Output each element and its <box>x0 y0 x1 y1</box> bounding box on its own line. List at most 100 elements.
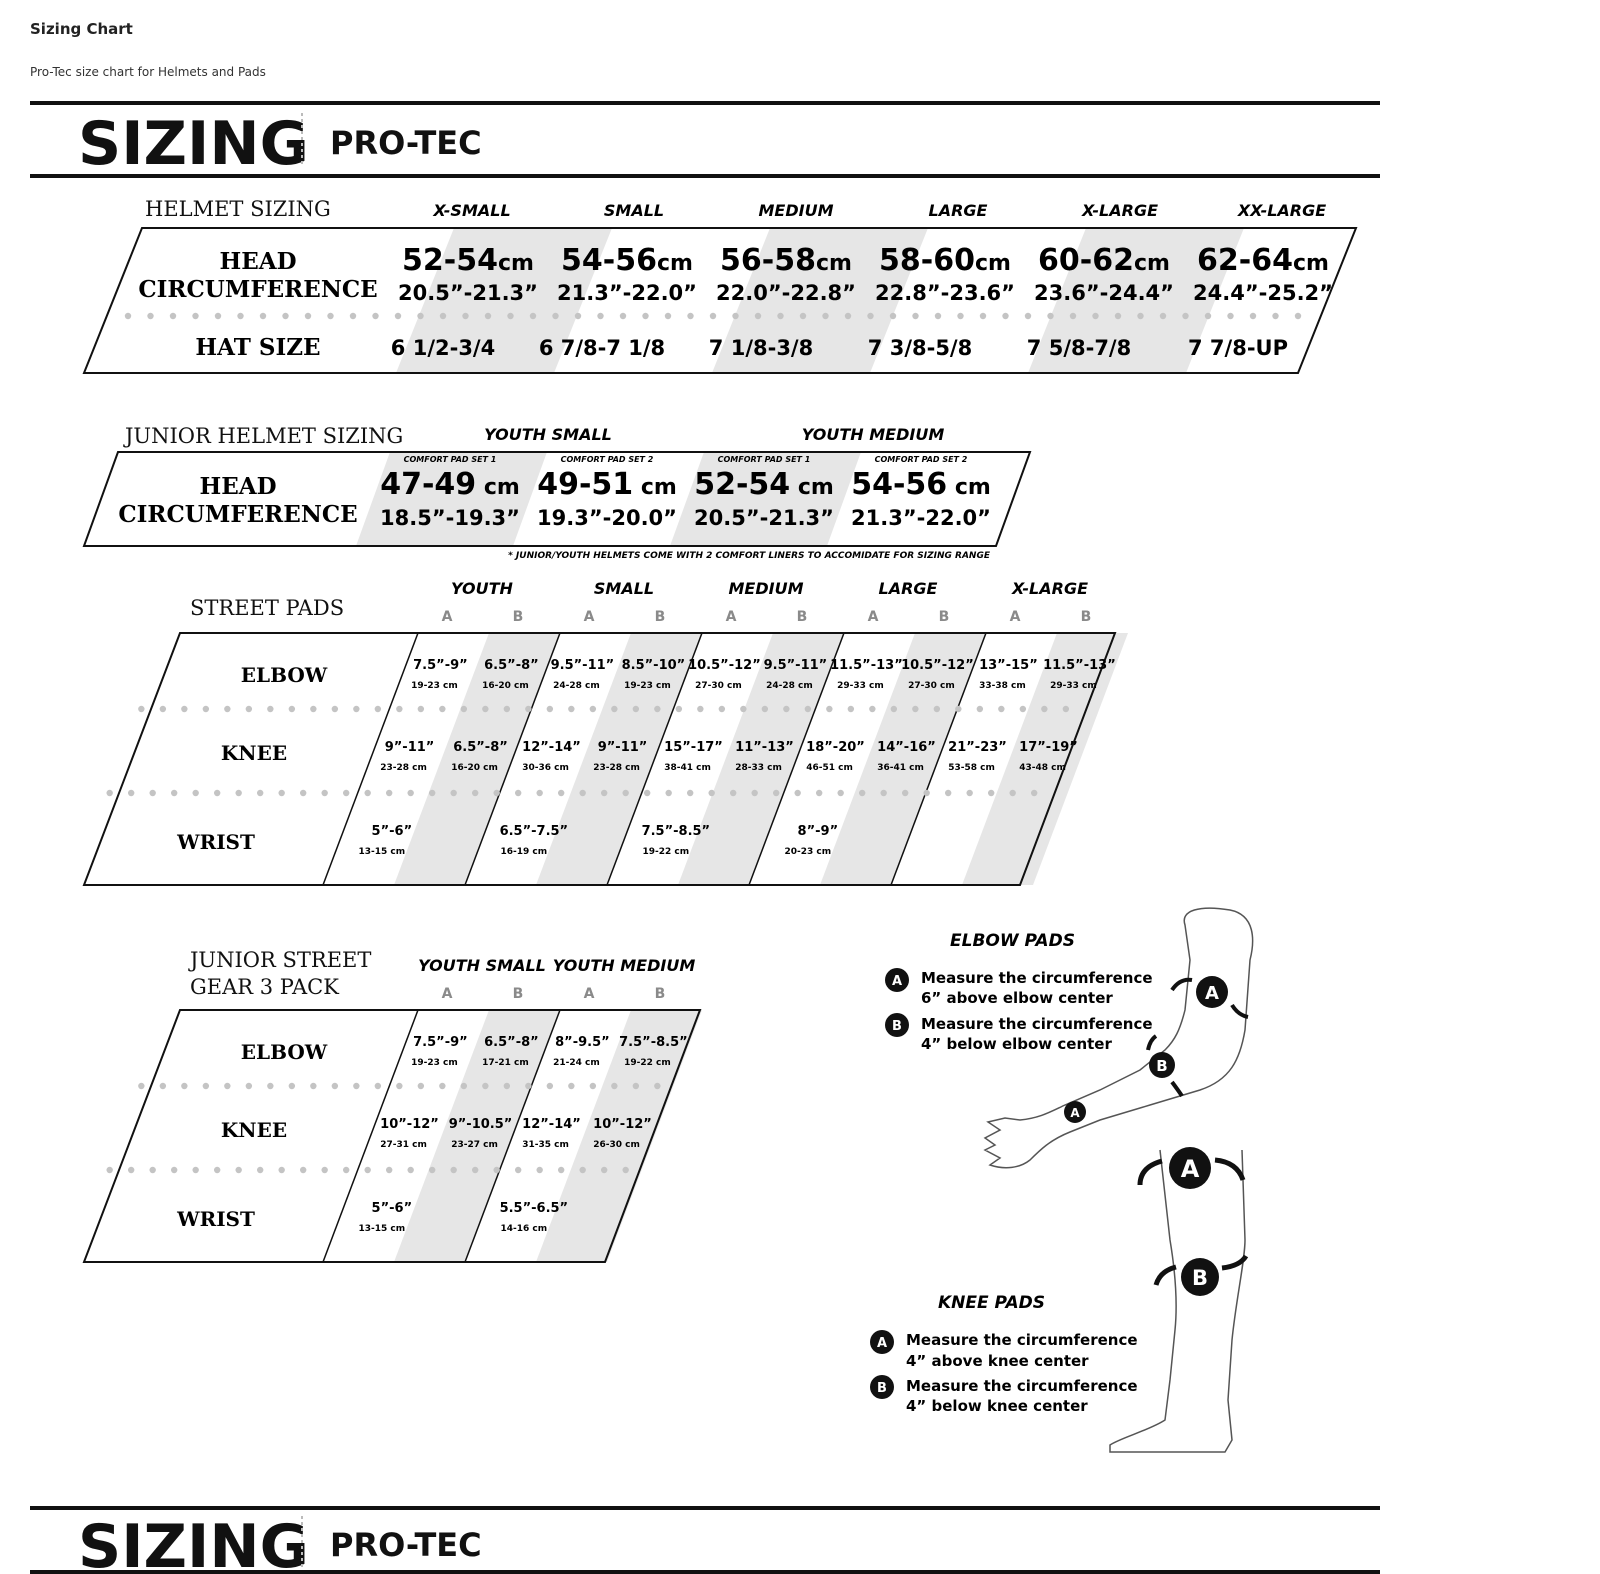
junior-street-row-dot <box>482 1082 489 1090</box>
junior-helmet-pad-label: COMFORT PAD SET 1 <box>404 455 497 464</box>
helmet-cm-value: 52-54cm <box>402 243 534 278</box>
street-pads-row-dot <box>417 705 425 713</box>
arm-outline <box>983 907 1254 1169</box>
street-pads-col-b: B <box>1081 609 1092 625</box>
street-pads-row-dot <box>976 705 984 713</box>
street-pads-value-inch: 11.5”-13” <box>830 658 903 673</box>
street-pads-row-dot <box>407 789 414 797</box>
junior-street-row-dot <box>460 1082 468 1090</box>
helmet-dot <box>372 312 379 320</box>
street-pads-row-dot <box>482 705 489 713</box>
street-pads-value-cm: 53-58 cm <box>948 763 995 773</box>
helmet-dot <box>1249 312 1257 320</box>
street-pads-row-dot <box>353 705 360 713</box>
junior-street-value-inch: 12”-14” <box>522 1117 581 1132</box>
helmet-shade-band <box>712 228 928 373</box>
street-pads-row-dot <box>826 705 833 713</box>
street-pads-row-dot <box>1019 705 1027 713</box>
junior-street-row-dot <box>138 1082 145 1090</box>
arm-marker-a <box>1196 976 1228 1008</box>
junior-street-row-dot <box>568 1082 575 1090</box>
street-pads-col-a: A <box>584 609 595 625</box>
junior-street-value-inch: 9”-10.5” <box>449 1117 513 1132</box>
helmet-dot <box>259 312 267 320</box>
knee-pads-title: KNEE PADS <box>938 1293 1045 1313</box>
street-pads-row-dot <box>794 789 801 797</box>
street-pads-row-dot <box>224 705 231 713</box>
street-pads-row-dot <box>364 789 371 797</box>
junior-street-value-inch: 10”-12” <box>380 1117 439 1132</box>
junior-street-row-dot <box>310 1082 317 1090</box>
street-pads-value-cm: 27-30 cm <box>695 681 742 691</box>
helmet-hat-value: 7 5/8-7/8 <box>1027 336 1131 360</box>
elbow-a-line-1: Measure the circumference <box>921 969 1153 987</box>
junior-helmet-inch-value: 18.5”-19.3” <box>380 506 520 530</box>
helmet-dot <box>979 312 987 320</box>
junior-street-row-dot <box>385 1166 393 1174</box>
street-pads-row-dot <box>192 789 199 797</box>
junior-street-value-inch: 7.5”-8.5” <box>619 1035 688 1050</box>
helmet-dot <box>799 312 807 320</box>
bottom-brand-logo: PRO-TEC <box>330 1526 482 1564</box>
leg-arrow-a-right <box>1214 1157 1246 1181</box>
junior-helmet-row-head-1: HEAD <box>199 473 276 500</box>
helmet-shade-band <box>1028 228 1244 373</box>
junior-street-row-dot <box>579 1166 586 1174</box>
junior-street-row-dot <box>267 1082 274 1090</box>
junior-street-row-dot <box>159 1082 167 1090</box>
street-pads-value-inch: 6.5”-8” <box>484 658 539 673</box>
helmet-dot <box>169 312 177 320</box>
street-pads-row-dot <box>804 705 812 713</box>
street-pads-row-knee: KNEE <box>221 741 287 765</box>
street-pads-row-dot <box>331 705 339 713</box>
knee-b-badge <box>870 1375 894 1399</box>
junior-street-row-dot <box>106 1166 113 1174</box>
street-pads-shade-band <box>394 633 560 885</box>
junior-helmet-table-frame <box>82 451 1032 547</box>
leg-markers: A B <box>1137 1147 1249 1296</box>
helmet-dot <box>1024 312 1032 320</box>
junior-street-row-dot <box>127 1166 135 1174</box>
helmet-table-frame <box>82 227 1358 374</box>
street-pads-row-dot <box>708 789 715 797</box>
street-pads-row-dot <box>267 705 274 713</box>
street-pads-wrist-cm: 20-23 cm <box>785 847 832 857</box>
arm-marker-a-letter: A <box>1205 983 1219 1004</box>
helmet-dot <box>282 312 289 320</box>
helmet-size-label: X-LARGE <box>1081 201 1158 220</box>
junior-helmet-cm-value: 47-49 cm <box>380 467 520 502</box>
street-pads-row-dot <box>686 789 694 797</box>
arm-arrow-a-right <box>1230 1003 1249 1019</box>
street-pads-row-dot <box>385 789 393 797</box>
street-pads-col-a: A <box>868 609 879 625</box>
elbow-pads-title: ELBOW PADS <box>950 931 1075 951</box>
junior-street-wrist-inch: 5.5”-6.5” <box>500 1201 569 1216</box>
junior-street-row-dot <box>525 1082 532 1090</box>
junior-street-row-dot <box>288 1082 296 1090</box>
street-pads-row-dot <box>622 789 629 797</box>
street-pads-row-dot <box>245 705 253 713</box>
junior-helmet-shade-band <box>356 452 547 546</box>
helmet-inch-value: 20.5”-21.3” <box>398 281 538 305</box>
junior-street-col-a: A <box>584 986 595 1002</box>
street-pads-column-divider <box>464 632 561 886</box>
junior-street-value-cm: 21-24 cm <box>553 1058 600 1068</box>
junior-street-row-dot <box>364 1166 371 1174</box>
street-pads-row-dot <box>579 789 586 797</box>
leg-arrow-a-left <box>1137 1158 1163 1186</box>
helmet-dot <box>889 312 897 320</box>
leg-marker-a <box>1169 1147 1211 1189</box>
knee-a-badge <box>870 1330 894 1354</box>
street-pads-value-inch: 9.5”-11” <box>551 658 615 673</box>
street-pads-row-dot <box>740 705 747 713</box>
junior-street-row-dot <box>342 1166 350 1174</box>
street-pads-value-inch: 14”-16” <box>877 740 936 755</box>
helmet-dot <box>732 312 739 320</box>
street-pads-wrist-cm: 19-22 cm <box>643 847 690 857</box>
street-pads-col-b: B <box>513 609 524 625</box>
elbow-a-badge <box>885 968 909 992</box>
helmet-dot <box>1137 312 1144 320</box>
elbow-b-line-2: 4” below elbow center <box>921 1035 1112 1053</box>
street-pads-row-dot <box>170 789 178 797</box>
